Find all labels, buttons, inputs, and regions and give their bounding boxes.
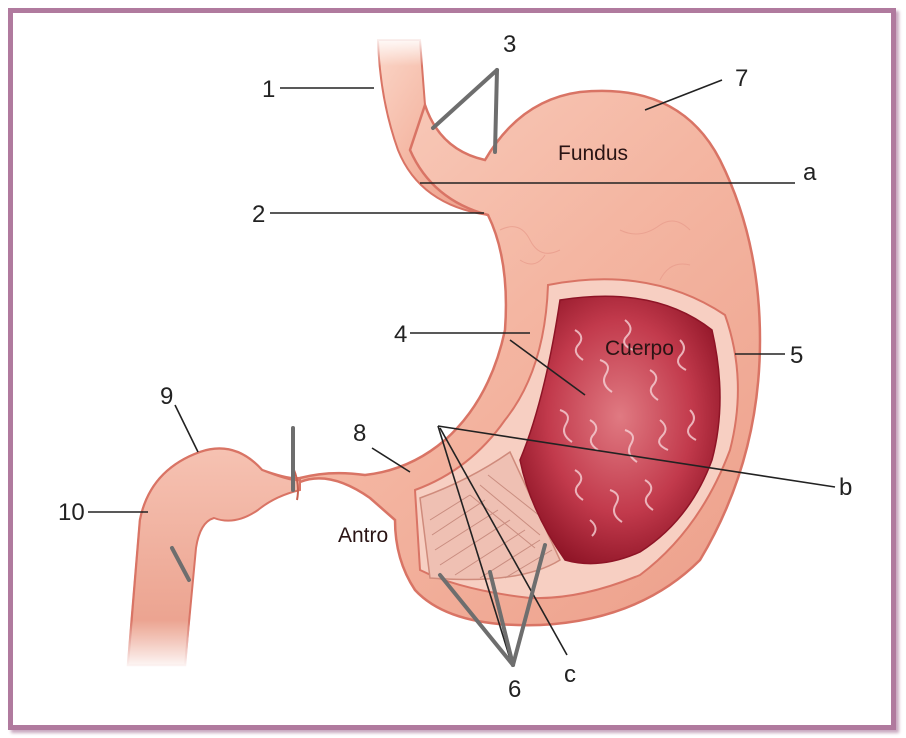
label-7: 7 [735,65,748,92]
label-2: 2 [252,201,265,228]
region-label-fundus: Fundus [558,142,628,165]
label-b: b [839,474,852,501]
region-label-antrum: Antro [338,524,388,547]
label-c: c [564,661,576,688]
label-8: 8 [353,420,366,447]
label-4: 4 [394,321,407,348]
label-a: a [803,159,817,186]
label-5: 5 [790,342,803,369]
label-10: 10 [58,499,85,526]
label-6: 6 [508,676,521,703]
label-9: 9 [160,383,173,410]
label-1: 1 [262,76,275,103]
label-3: 3 [503,31,516,58]
region-label-body: Cuerpo [605,337,674,360]
